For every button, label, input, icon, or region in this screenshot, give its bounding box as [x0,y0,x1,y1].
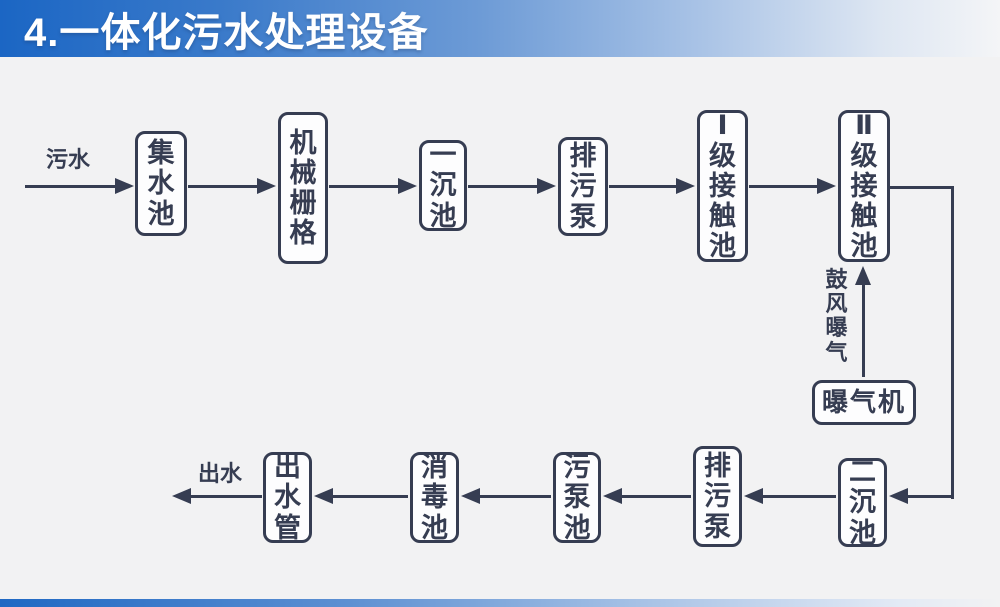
arrow-shaft [329,495,408,498]
arrow-up-icon [855,266,871,285]
arrow-shaft [468,185,541,188]
flow-arrow-outlet [172,488,262,505]
arrow-shaft [25,185,119,188]
outflow-label: 出水 [198,461,243,486]
arrow-right-icon [257,178,276,194]
arrow-shaft [188,185,261,188]
arrow-shaft [618,495,691,498]
node-collecting-tank: 集水池 [135,131,187,236]
aeration-arrow-up [855,266,872,377]
node-label: 二沉池 [849,457,876,548]
flow-arrow [188,178,276,195]
arrow-shaft [862,281,865,377]
bottom-accent-bar [0,599,1000,607]
title-bar: 4.一体化污水处理设备 [0,0,1000,57]
node-sewage-pump-bottom: 排污泵 [693,446,742,547]
flow-arrow [329,178,417,195]
node-label: 污泵池 [563,452,591,543]
node-label: 出水管 [274,452,301,543]
node-disinfection-tank: 消毒池 [410,452,459,543]
arrow-left-icon [603,488,622,504]
flow-arrow-inlet [25,178,134,195]
arrow-left-icon [744,488,763,504]
node-label: 消毒池 [421,452,448,543]
blast-aeration-label: 鼓风曝气 [825,267,848,365]
arrow-right-icon [115,178,134,194]
node-sludge-pump-tank: 污泵池 [553,452,601,543]
node-label: 曝气机 [821,386,906,417]
arrow-shaft [759,495,836,498]
node-label: 排污泵 [704,451,731,542]
arrow-right-icon [817,178,836,194]
node-secondary-sedimentation-tank: 二沉池 [838,457,887,548]
flow-arrow-into-secondary-tank [889,488,953,505]
arrow-left-icon [889,488,908,504]
arrow-left-icon [314,488,333,504]
flow-arrow [468,178,556,195]
arrow-shaft [187,495,262,498]
node-mechanical-grid: 机械栅格 [278,112,328,264]
node-primary-sedimentation-tank: 一沉池 [419,140,467,231]
connector-line-top [890,186,954,189]
inflow-label: 污水 [46,147,91,172]
node-sewage-pump-top: 排污泵 [558,137,608,236]
arrow-left-icon [461,488,480,504]
flow-arrow [609,178,695,195]
arrow-left-icon [172,488,191,504]
arrow-shaft [609,185,680,188]
flow-arrow [314,488,408,505]
node-label: 集水池 [147,138,175,229]
node-aerator: 曝气机 [812,380,916,425]
flow-arrow [603,488,691,505]
node-label: 一沉池 [429,140,457,231]
arrow-shaft [749,185,821,188]
node-outlet-pipe: 出水管 [263,452,312,543]
arrow-shaft [904,495,953,498]
arrow-right-icon [398,178,417,194]
flow-arrow [749,178,836,195]
node-label: 排污泵 [569,141,597,232]
arrow-shaft [476,495,551,498]
arrow-right-icon [676,178,695,194]
arrow-right-icon [537,178,556,194]
arrow-shaft [329,185,402,188]
flow-arrow [461,488,551,505]
node-label: 机械栅格 [289,127,317,249]
page-title: 4.一体化污水处理设备 [24,10,429,55]
connector-line-right [951,186,954,499]
flow-arrow [744,488,836,505]
